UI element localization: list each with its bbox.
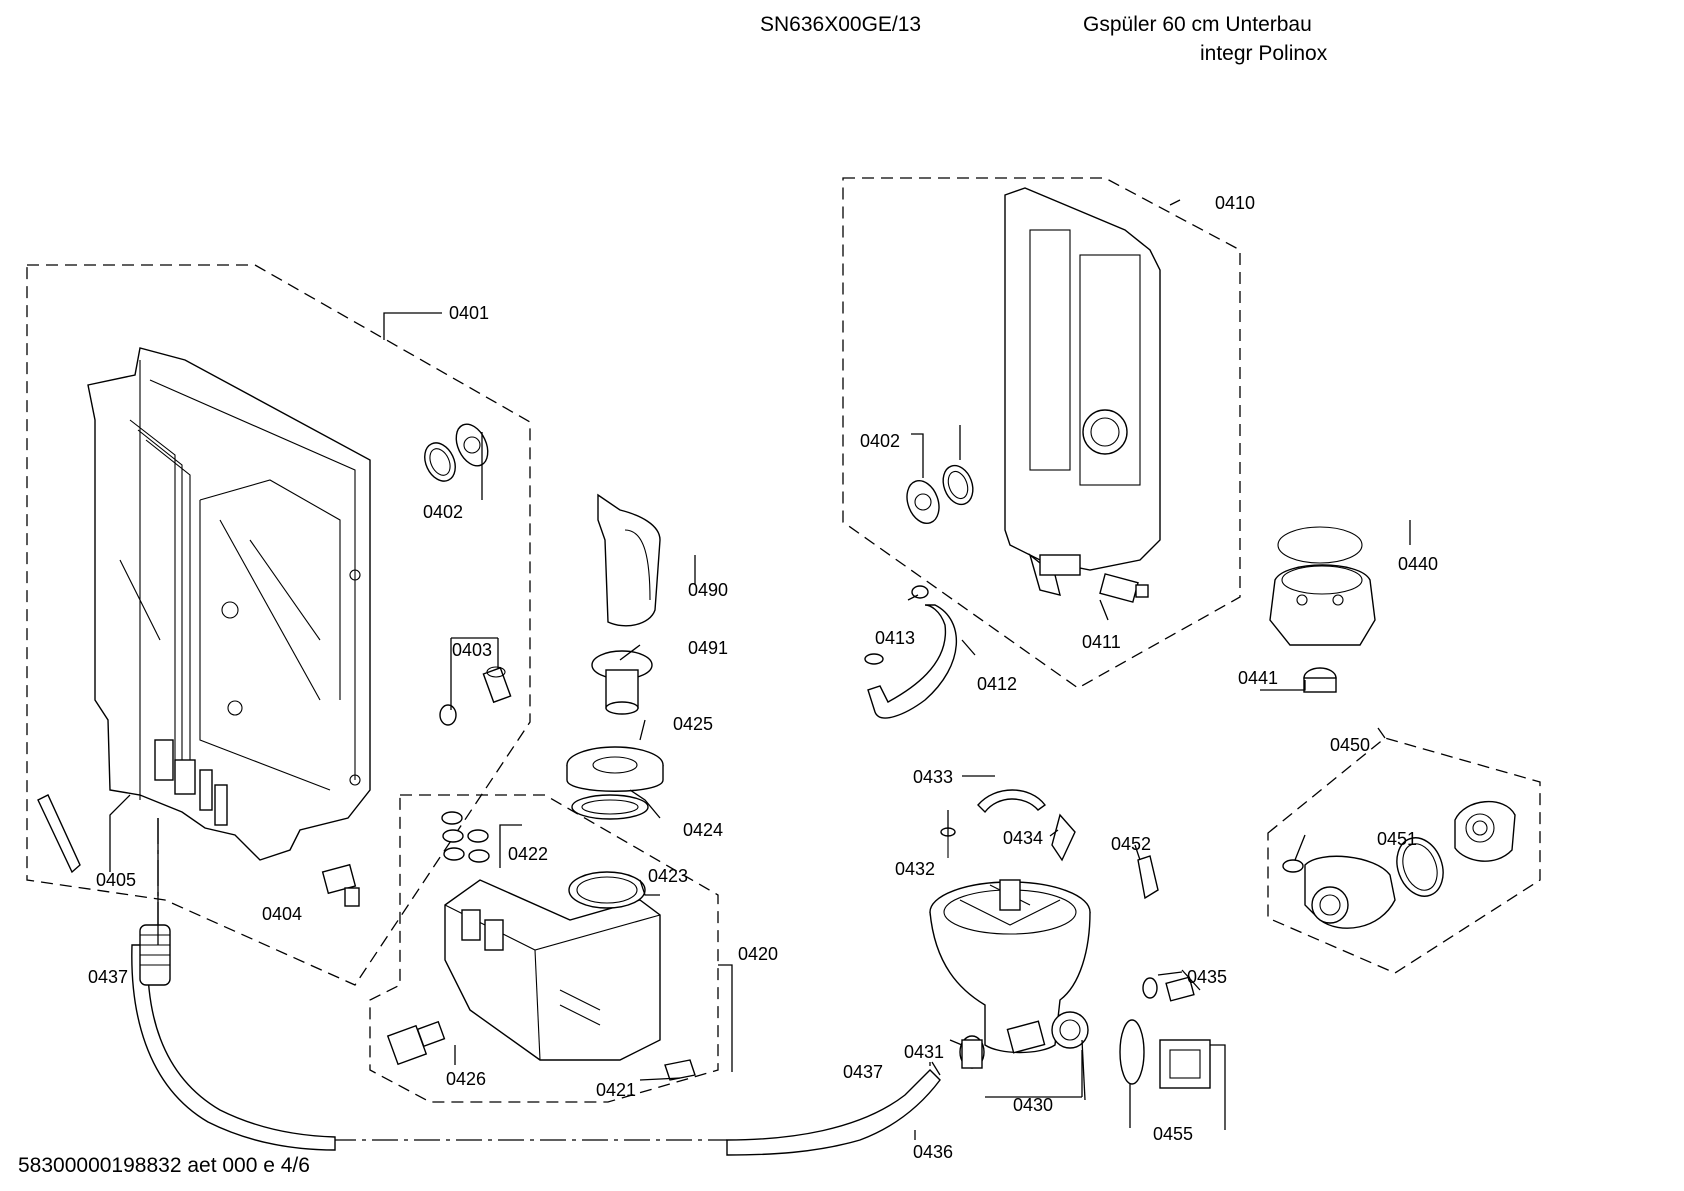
sensor-0426 xyxy=(386,1020,446,1066)
group-outline-0450 xyxy=(1267,737,1541,974)
leader-lines xyxy=(109,199,1411,1140)
label-0437-left: 0437 xyxy=(88,967,128,987)
label-0411: 0411 xyxy=(1082,632,1121,652)
hose-0436 xyxy=(726,1069,941,1156)
sump-0430 xyxy=(929,879,1091,1054)
label-0413: 0413 xyxy=(875,628,915,648)
side-panel-0401 xyxy=(87,347,371,861)
label-0424: 0424 xyxy=(683,820,723,840)
seal-ring-0424 xyxy=(571,794,649,820)
label-0421: 0421 xyxy=(596,1080,636,1100)
clip-0405 xyxy=(37,794,81,874)
label-0437-right: 0437 xyxy=(843,1062,883,1082)
doc-code: 58300000198832 aet 000 e 4/6 xyxy=(18,1154,310,1177)
label-0412: 0412 xyxy=(977,674,1017,694)
cap-0491 xyxy=(591,650,653,715)
valve-0404 xyxy=(321,863,360,907)
label-0405: 0405 xyxy=(96,870,136,890)
seal-ring-0423 xyxy=(568,871,646,909)
funnel-0490 xyxy=(597,493,661,627)
clip-0421 xyxy=(664,1059,696,1081)
sensor-0441 xyxy=(1303,667,1337,693)
label-0422: 0422 xyxy=(508,844,548,864)
o-rings-0422 xyxy=(441,811,490,863)
lid-0425 xyxy=(566,746,664,792)
clip-0452 xyxy=(1137,855,1159,900)
title-line-2: integr Polinox xyxy=(1200,42,1328,65)
label-0402-right: 0402 xyxy=(860,431,900,451)
clip-0434 xyxy=(1051,813,1076,862)
gasket-rings-0402-left xyxy=(424,423,489,482)
hose-0437-left xyxy=(131,944,336,1151)
label-0432: 0432 xyxy=(895,859,935,879)
panel-0410 xyxy=(1004,187,1161,596)
label-0425: 0425 xyxy=(673,714,713,734)
label-0440: 0440 xyxy=(1398,554,1438,574)
label-0455: 0455 xyxy=(1153,1124,1193,1144)
label-0434: 0434 xyxy=(1003,828,1043,848)
gasket-rings-0402-right xyxy=(906,464,974,525)
group-outline-0410 xyxy=(842,177,1241,689)
drain-pump-0455 xyxy=(1119,1019,1211,1089)
label-0436: 0436 xyxy=(913,1142,953,1162)
label-0402-left: 0402 xyxy=(423,502,463,522)
label-0450: 0450 xyxy=(1330,735,1370,755)
clip-0451 xyxy=(1282,859,1304,873)
label-0404: 0404 xyxy=(262,904,302,924)
group-outline-0420 xyxy=(369,794,719,1103)
group-outline-0401 xyxy=(26,264,531,986)
label-0401: 0401 xyxy=(449,303,489,323)
label-0430: 0430 xyxy=(1013,1095,1053,1115)
label-0433: 0433 xyxy=(913,767,953,787)
title-line-1: Gspüler 60 cm Unterbau xyxy=(1083,13,1312,36)
hose-0412 xyxy=(867,604,957,719)
heater-housing-0440 xyxy=(1269,526,1376,646)
water-softener-0420 xyxy=(444,879,661,1061)
label-0451: 0451 xyxy=(1377,829,1417,849)
label-0441: 0441 xyxy=(1238,668,1278,688)
label-0420: 0420 xyxy=(738,944,778,964)
filter-0431 xyxy=(959,1035,985,1069)
sensor-0403 xyxy=(439,666,512,726)
pump-0450 xyxy=(1304,801,1516,929)
label-0403: 0403 xyxy=(452,640,492,660)
valve-0411 xyxy=(1099,573,1149,603)
label-0426: 0426 xyxy=(446,1069,486,1089)
label-0491: 0491 xyxy=(688,638,728,658)
label-0410: 0410 xyxy=(1215,193,1255,213)
label-0431: 0431 xyxy=(904,1042,944,1062)
label-0423: 0423 xyxy=(648,866,688,886)
label-0452: 0452 xyxy=(1111,834,1151,854)
clamp-0413 xyxy=(864,585,929,665)
label-0435: 0435 xyxy=(1187,967,1227,987)
model-number: SN636X00GE/13 xyxy=(760,13,921,36)
part-labels: 0401 0402 0403 0404 0405 0437 0490 0491 … xyxy=(88,193,1438,1162)
label-0490: 0490 xyxy=(688,580,728,600)
bracket-0433 xyxy=(977,789,1046,814)
sensor-0435 xyxy=(1142,976,1195,1002)
